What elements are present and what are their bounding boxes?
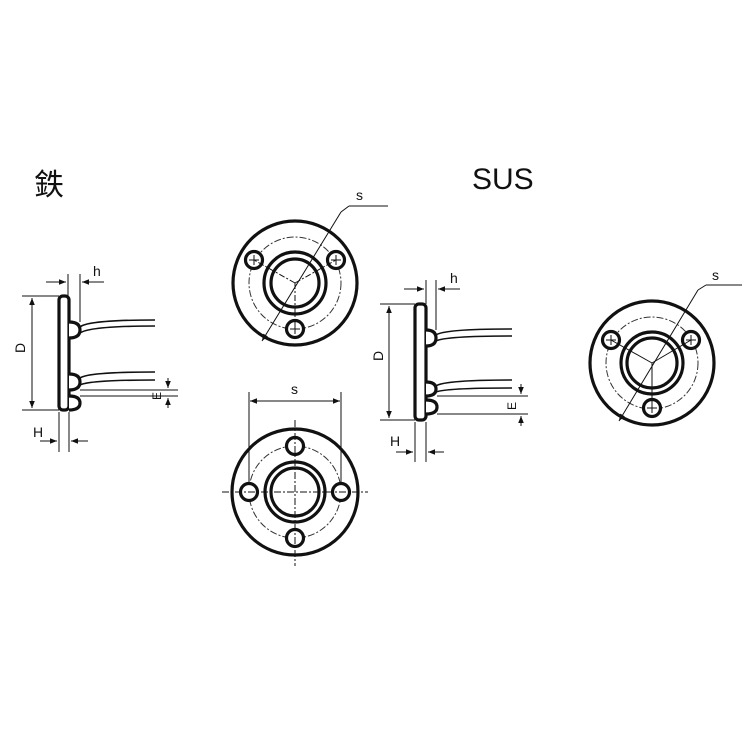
iron-flange-plate bbox=[57, 294, 71, 412]
iron-upper-stem-bottom bbox=[79, 325, 156, 334]
sus-h-label: h bbox=[450, 270, 458, 286]
iron-top-view-cross: s bbox=[222, 381, 368, 566]
sus-s-label: s bbox=[712, 267, 719, 283]
sus-upper-bump bbox=[425, 328, 438, 348]
iron-flange-outer bbox=[231, 219, 359, 347]
iron-s-label-1: s bbox=[356, 187, 363, 203]
sus-mid-bump bbox=[425, 380, 438, 398]
sus-s-leader bbox=[618, 289, 699, 422]
iron-s-label-2: s bbox=[291, 381, 298, 397]
iron-upper-bump bbox=[68, 320, 82, 340]
sus-flange-outer bbox=[588, 299, 716, 427]
sus-lower-bump bbox=[425, 398, 439, 416]
sus-top-view: s bbox=[588, 267, 742, 427]
sus-lower-stem-top bbox=[435, 379, 513, 387]
sus-title: SUS bbox=[472, 163, 534, 196]
iron-lower-bump bbox=[68, 394, 82, 412]
sus-H-label: H bbox=[390, 433, 400, 449]
iron-lower-stem-bottom bbox=[79, 379, 156, 386]
iron-E-label: E bbox=[150, 392, 164, 400]
iron-lower-stem-top bbox=[79, 371, 156, 379]
iron-side-view: D h H E bbox=[12, 263, 178, 452]
iron-H-label: H bbox=[33, 424, 43, 440]
iron-upper-stem-top bbox=[79, 319, 156, 328]
iron-mid-bump bbox=[68, 372, 82, 392]
sus-E-label: E bbox=[505, 402, 519, 410]
iron-title: 鉄 bbox=[34, 168, 64, 203]
sus-upper-stem-bottom bbox=[435, 335, 513, 342]
sus-D-label: D bbox=[370, 351, 386, 361]
iron-D-label: D bbox=[12, 343, 28, 353]
iron-hub-outer bbox=[262, 250, 328, 316]
sus-side-view: D h H E bbox=[370, 270, 528, 462]
sus-flange-plate bbox=[413, 302, 428, 422]
iron-top-view-rotated: s bbox=[231, 187, 388, 347]
iron-s-leader bbox=[261, 211, 342, 342]
iron-h-label: h bbox=[93, 263, 101, 279]
sus-upper-stem-top bbox=[435, 328, 513, 336]
sus-lower-stem-bottom bbox=[435, 387, 513, 393]
